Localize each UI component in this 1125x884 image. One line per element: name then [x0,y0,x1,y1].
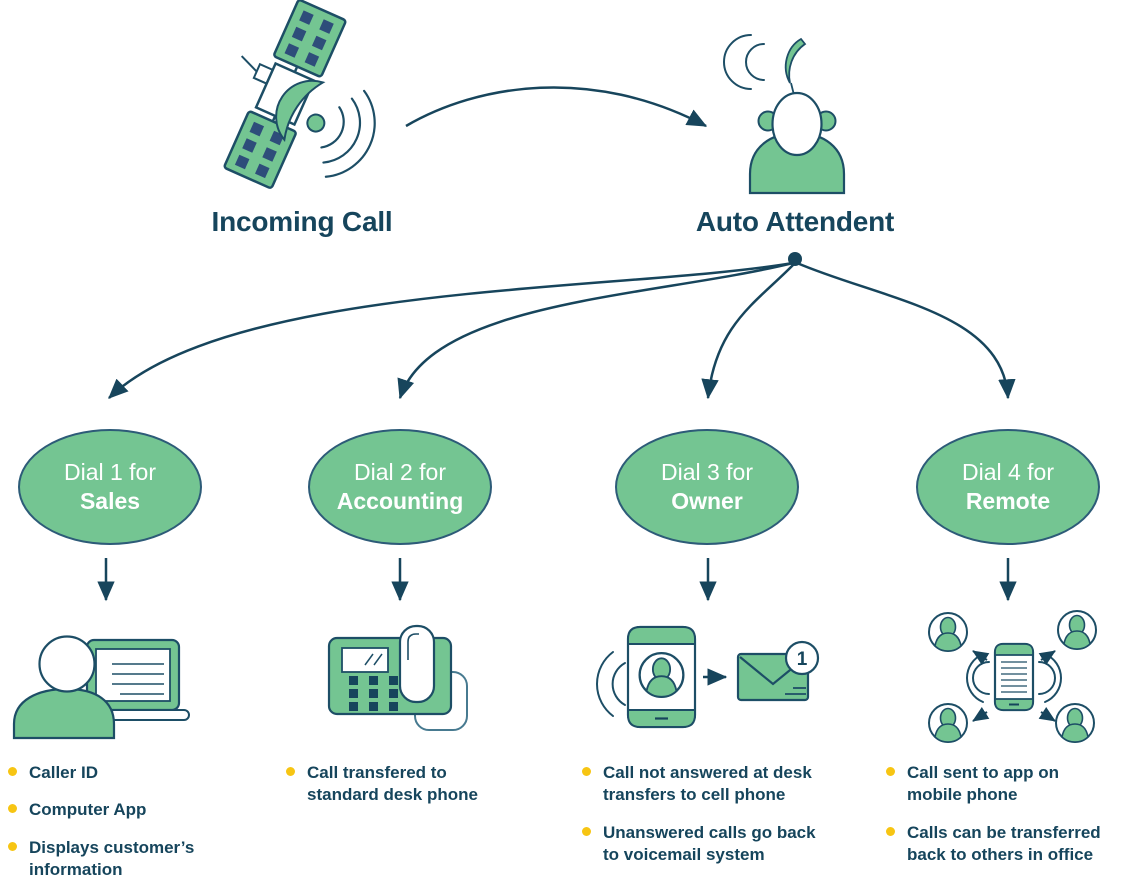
branch-arrow-owner [701,263,795,400]
voicemail-count-badge [784,640,820,676]
dial-option-line2: Owner [671,488,743,514]
phone-broadcast-to-team-icon [928,610,1097,743]
arrow-incoming-to-attendant [405,86,708,128]
caller-avatar [638,652,685,698]
branch-origin-dot [788,252,802,266]
bullet-dot-icon [582,767,591,776]
branch-arrow-accounting [397,261,794,400]
dial-option-line1: Dial 1 for [63,458,157,485]
dial-option-line1: Dial 3 for [660,458,754,485]
bullet-dot-icon [286,767,295,776]
team-member-avatar [1057,610,1097,650]
bullet-text: Computer App [29,800,147,820]
dial-option-remote: Dial 4 for Remote [916,429,1100,545]
bullet-dot-icon [886,767,895,776]
bullet-text: Call sent to app on mobile phone [907,763,1060,805]
branch-arrow-remote [796,261,1016,400]
bullet-text: Call not answered at desk transfers to c… [603,763,812,805]
list-item: Call transfered to standard desk phone [286,762,486,807]
bullet-dot-icon [8,841,17,851]
owner-bullets: Call not answered at desk transfers to c… [582,762,827,882]
list-item: Displays customer’s information [8,837,198,882]
incoming-call-label: Incoming Call [211,206,393,237]
dial-option-line1: Dial 2 for [353,458,447,485]
bullet-text: Calls can be transferred back to others … [907,822,1101,865]
bullet-dot-icon [886,826,895,836]
branch-arrow-sales [108,261,794,399]
list-item: Unanswered calls go back to voicemail sy… [582,822,827,867]
team-member-avatar [928,612,968,652]
remote-bullets: Call sent to app on mobile phone Calls c… [886,762,1118,882]
call-agent-headset-icon [723,34,846,195]
team-member-avatar [928,703,968,743]
dial-option-line2: Sales [79,488,141,514]
dial-option-accounting: Dial 2 for Accounting [308,429,492,545]
auto-attendant-label: Auto Attendent [695,206,895,237]
bullet-text: Caller ID [29,763,98,782]
list-item: Calls can be transferred back to others … [886,822,1118,867]
voicemail-count: 1 [797,649,808,670]
list-item: Call sent to app on mobile phone [886,762,1118,807]
bullet-text: Displays customer’s information [29,837,195,880]
desk-phone-icon [327,624,468,731]
person-at-computer-icon [12,635,190,740]
bullet-dot-icon [582,826,591,836]
team-member-avatar [1055,703,1095,743]
bullet-text: Call transfered to standard desk phone [307,763,478,805]
satellite-icon [223,0,376,189]
list-item: Computer App [8,799,198,821]
dial-option-line2: Remote [965,488,1051,514]
cell-phone-to-voicemail-icon: 1 [596,625,820,729]
accounting-bullets: Call transfered to standard desk phone [286,762,486,822]
bullet-dot-icon [8,767,17,776]
dial-option-sales: Dial 1 for Sales [18,429,202,545]
dial-option-line2: Accounting [336,488,464,514]
dial-option-owner: Dial 3 for Owner [615,429,799,545]
list-item: Call not answered at desk transfers to c… [582,762,827,807]
bullet-text: Unanswered calls go back to voicemail sy… [603,822,816,865]
sales-bullets: Caller ID Computer App Displays customer… [8,762,198,884]
dial-option-line1: Dial 4 for [961,458,1055,485]
list-item: Caller ID [8,762,198,784]
bullet-dot-icon [8,804,17,814]
